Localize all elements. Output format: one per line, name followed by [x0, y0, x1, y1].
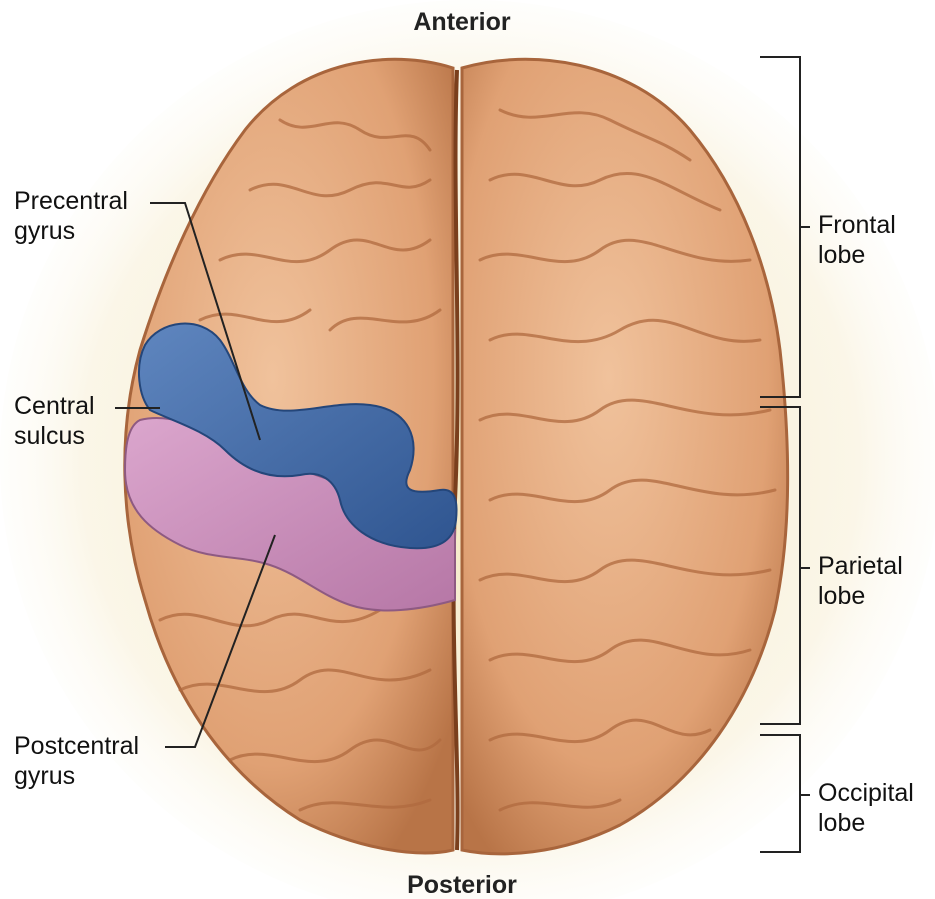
parietal-lobe-label: Parietal lobe: [818, 551, 903, 611]
postcentral-gyrus-label: Postcentral gyrus: [14, 731, 139, 791]
frontal-lobe-label: Frontal lobe: [818, 210, 896, 270]
occipital-lobe-label: Occipital lobe: [818, 778, 914, 838]
posterior-label: Posterior: [407, 871, 517, 899]
anterior-label: Anterior: [413, 8, 511, 36]
central-sulcus-label: Central sulcus: [14, 391, 95, 451]
precentral-gyrus-label: Precentral gyrus: [14, 186, 128, 246]
